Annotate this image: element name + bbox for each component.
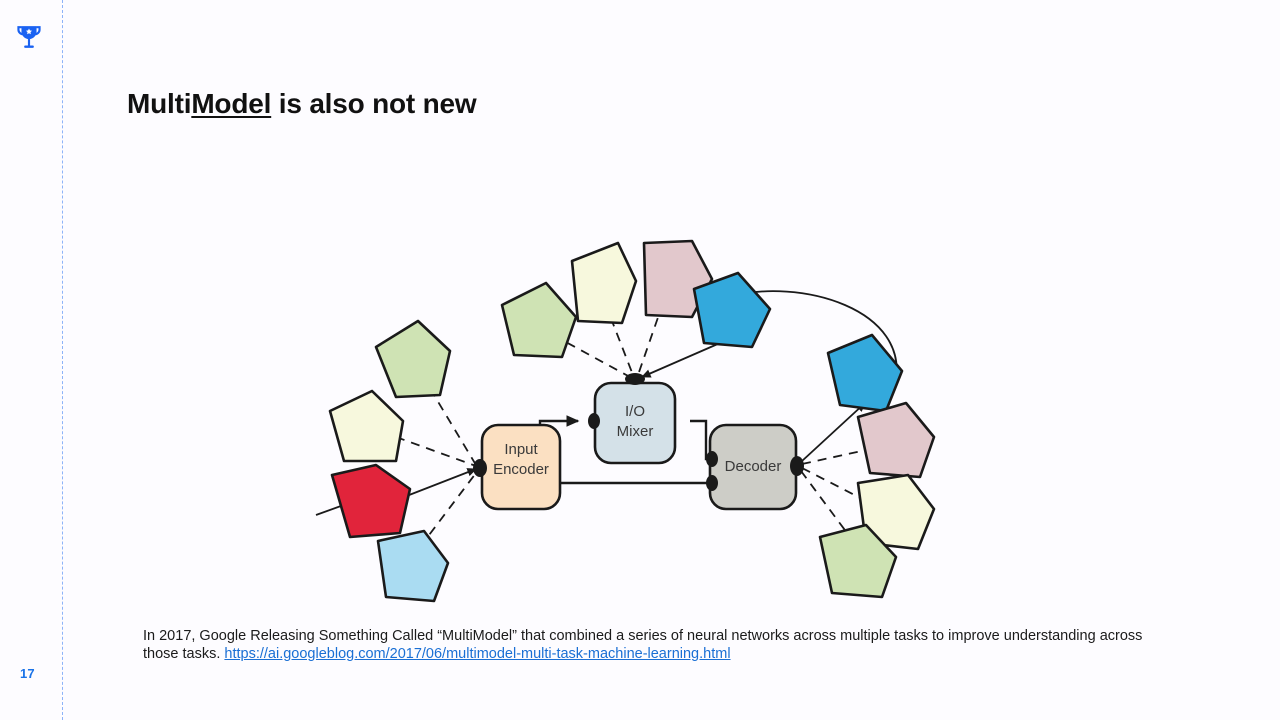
block-io-mixer-label-line2: Mixer [617,423,654,440]
page-title: MultiModel is also not new [127,88,477,120]
modality-shape-right-green [818,523,898,599]
title-suffix: is also not new [271,88,477,119]
modality-shape-left-cream [328,389,405,463]
vertical-guide-line [62,0,63,720]
caption-source-link[interactable]: https://ai.googleblog.com/2017/06/multim… [224,645,731,662]
figure-caption: In 2017, Google Releasing Something Call… [143,628,1173,663]
modality-shape-left-green [374,319,452,399]
hub-decoder-in-lower [706,475,718,491]
block-input-encoder-label-line2: Encoder [493,461,549,478]
modality-shape-left-blue [376,529,450,603]
hub-decoder-in-upper [706,451,718,467]
modality-shape-top-green [500,281,578,359]
block-decoder-label: Decoder [725,458,782,475]
hub-input-encoder [473,459,487,477]
hub-io-mixer-in [588,413,600,429]
block-io-mixer-label-line1: I/O [625,403,645,420]
modality-shape-top-cream [570,241,638,325]
block-input-encoder-label-line1: Input [504,441,538,458]
modality-shape-right-blue [826,333,904,413]
modality-shape-top-blue [692,271,772,349]
hub-decoder-out [790,456,804,476]
modality-shape-right-pink [856,401,936,479]
multimodel-architecture-figure: Input Encoder I/O Mixer Decoder [300,225,980,615]
hub-io-mixer [625,373,645,385]
modality-shape-left-red [330,463,412,539]
caption-text: In 2017, Google Releasing Something Call… [143,628,1143,662]
title-prefix: Multi [127,88,192,119]
trophy-icon[interactable] [16,24,42,52]
slide-number: 17 [20,666,35,681]
title-underlined-word: Model [191,88,272,119]
